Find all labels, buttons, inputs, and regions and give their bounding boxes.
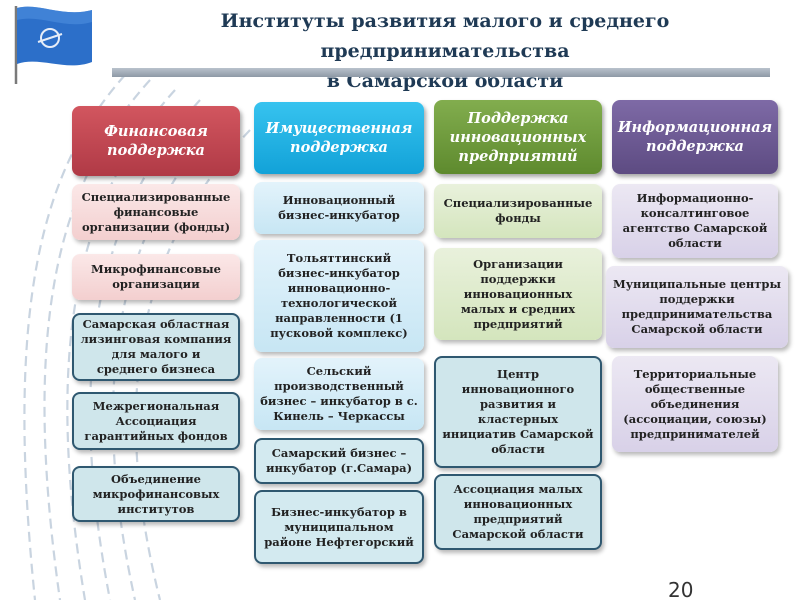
page-number: 20 bbox=[668, 578, 694, 602]
item-territorial-public-associations: Территориальные общественные объединения… bbox=[612, 356, 778, 452]
header-innovation-support: Поддержка инновационных предприятий bbox=[434, 100, 602, 174]
samara-flag-icon bbox=[14, 6, 92, 84]
item-microfinance-institutes-union: Объединение микрофинансовых институтов bbox=[72, 466, 240, 522]
item-specialized-funds: Специализированные фонды bbox=[434, 184, 602, 238]
item-specialized-financial-orgs: Специализированные финансовые организаци… bbox=[72, 184, 240, 240]
item-rural-business-incubator: Сельский производственный бизнес – инкуб… bbox=[254, 358, 424, 430]
item-innovative-sme-support-orgs: Организации поддержки инновационных малы… bbox=[434, 248, 602, 340]
item-neftegorsk-business-incubator: Бизнес-инкубатор в муниципальном районе … bbox=[254, 490, 424, 564]
item-small-innovative-enterprises-association: Ассоциация малых инновационных предприят… bbox=[434, 474, 602, 550]
item-innovation-development-center: Центр инновационного развития и кластерн… bbox=[434, 356, 602, 468]
item-information-consulting-agency: Информационно-консалтинговое агентство С… bbox=[612, 184, 778, 258]
item-microfinance-orgs: Микрофинансовые организации bbox=[72, 254, 240, 300]
item-municipal-support-centers: Муниципальные центры поддержки предприни… bbox=[606, 266, 788, 348]
header-information-support: Информационная поддержка bbox=[612, 100, 778, 174]
title-underline-bar bbox=[112, 68, 770, 77]
item-guarantee-funds-association: Межрегиональная Ассоциация гарантийных ф… bbox=[72, 392, 240, 450]
item-samara-business-incubator: Самарский бизнес – инкубатор (г.Самара) bbox=[254, 438, 424, 484]
header-property-support: Имущественная поддержка bbox=[254, 102, 424, 174]
header-financial-support: Финансовая поддержка bbox=[72, 106, 240, 176]
slide-title-line1: Институты развития малого и среднего пре… bbox=[220, 10, 670, 62]
item-samara-leasing-company: Самарская областная лизинговая компания … bbox=[72, 313, 240, 381]
item-innovation-business-incubator: Инновационный бизнес-инкубатор bbox=[254, 182, 424, 234]
slide-title: Институты развития малого и среднего пре… bbox=[100, 6, 790, 96]
item-togliatti-business-incubator: Тольяттинский бизнес-инкубатор инновацио… bbox=[254, 240, 424, 352]
